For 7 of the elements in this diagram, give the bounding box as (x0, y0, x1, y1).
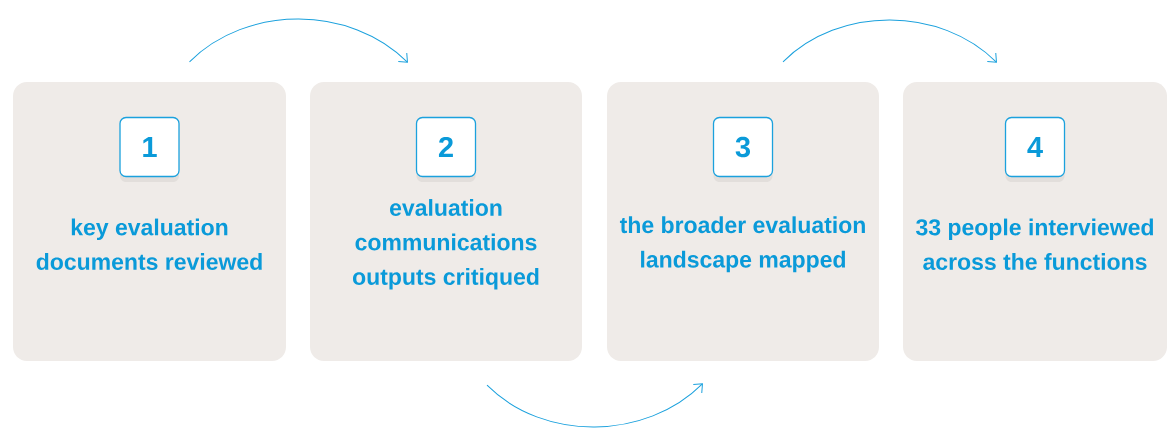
curved-arrow (189, 18, 408, 63)
step-number: 1 (119, 116, 180, 182)
step-number: 4 (1004, 116, 1066, 182)
curved-arrow (782, 19, 997, 63)
step-number: 3 (712, 116, 774, 182)
curved-arrow (486, 383, 703, 428)
step-number: 2 (415, 116, 477, 182)
